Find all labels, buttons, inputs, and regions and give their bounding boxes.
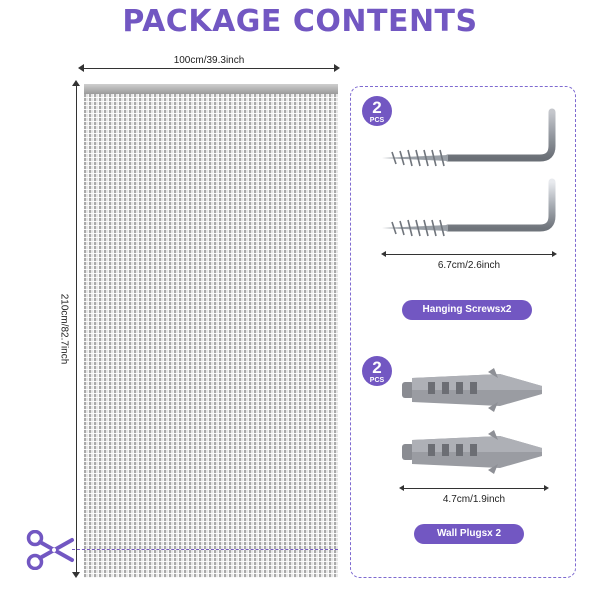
screws-unit: PCS [369, 117, 385, 124]
cut-guide-line [72, 549, 338, 550]
plugs-count: 2 [372, 358, 382, 377]
screws-count: 2 [372, 98, 382, 117]
curtain-top-rail [84, 84, 338, 94]
screw-length-label: 6.7cm/2.6inch [437, 260, 501, 271]
page-title: PACKAGE CONTENTS [122, 4, 478, 39]
plug-length-label: 4.7cm/1.9inch [442, 494, 506, 505]
hook-screw-icon [378, 106, 564, 176]
curtain-width-label: 100cm/39.3inch [173, 55, 245, 66]
wall-plug-icon [402, 368, 548, 412]
curtain-height-label: 210cm/82.7inch [58, 293, 70, 365]
plugs-quantity-badge: 2 PCS [362, 356, 392, 386]
plug-length-dimension-line [399, 485, 549, 491]
wall-plug-icon [402, 430, 548, 474]
screws-quantity-badge: 2 PCS [362, 96, 392, 126]
screw-length-dimension-line [381, 251, 557, 257]
curtain-height-dimension-line [72, 80, 80, 578]
screws-name-label: Hanging Screwsx2 [402, 300, 532, 320]
plugs-name-label: Wall Plugsx 2 [414, 524, 524, 544]
curtain-width-dimension-line [78, 64, 340, 72]
plugs-unit: PCS [369, 377, 385, 384]
hook-screw-icon [378, 176, 564, 246]
chain-curtain-image [84, 84, 338, 578]
scissors-icon [24, 530, 76, 570]
accessories-panel [350, 86, 576, 578]
